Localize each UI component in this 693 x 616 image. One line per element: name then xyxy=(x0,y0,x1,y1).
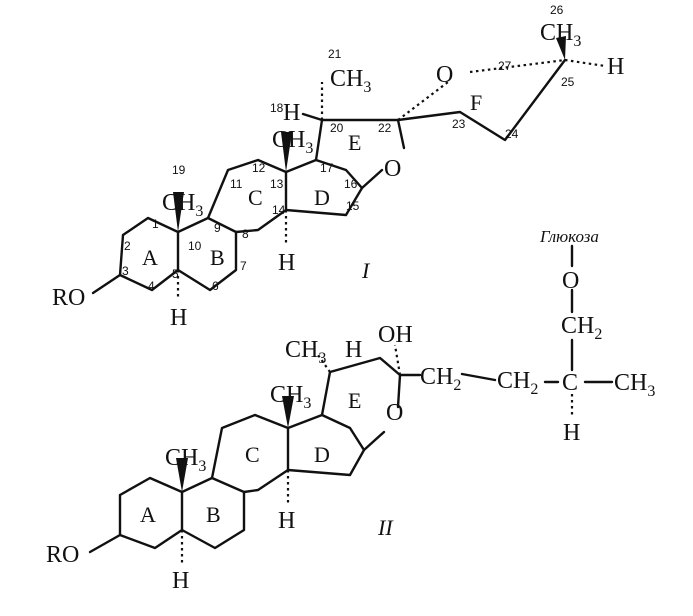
structure-I-label: I xyxy=(361,258,371,283)
h25-label: H xyxy=(563,420,580,446)
ring-o-label: O xyxy=(386,400,403,426)
ro-label: RO xyxy=(46,542,79,568)
structure-I: RO H H CH3 CH3 H CH3 O O CH3 H A B C D E… xyxy=(52,3,624,331)
locant-5: 5 xyxy=(172,267,179,281)
ro-label: RO xyxy=(52,285,85,311)
c10-ch3-wedge xyxy=(176,458,188,492)
ch2-top-label: CH2 xyxy=(561,313,602,343)
structure-II: RO H H CH3 CH3 CH3 H OH O CH2 CH2 C CH3 … xyxy=(46,227,655,594)
c3-o-bond xyxy=(91,273,122,295)
o27-label: O xyxy=(436,62,453,88)
oh-label: OH xyxy=(378,322,413,348)
ring-F-letter: F xyxy=(470,90,482,115)
ring-D-bonds xyxy=(286,413,366,477)
ring-E-bonds xyxy=(320,356,402,417)
ring-D-letter: D xyxy=(314,442,330,467)
h25-label: H xyxy=(607,54,624,80)
locant-15: 15 xyxy=(346,199,360,213)
locant-3: 3 xyxy=(122,264,129,278)
ring-F-bonds xyxy=(396,58,567,142)
locant-13: 13 xyxy=(270,177,284,191)
locant-11: 11 xyxy=(230,177,243,191)
ch3-19-label: CH3 xyxy=(165,445,206,475)
locant-10: 10 xyxy=(188,239,202,253)
ch3-21-label: CH3 xyxy=(285,337,326,367)
locant-16: 16 xyxy=(344,177,358,191)
h14-label: H xyxy=(278,508,295,534)
locant-24: 24 xyxy=(505,127,519,141)
locant-22: 22 xyxy=(378,121,392,135)
ring-E-letter: E xyxy=(348,388,361,413)
ch3-19-label: CH3 xyxy=(162,190,203,220)
ring-B-bonds xyxy=(176,216,238,292)
locant-1: 1 xyxy=(152,217,159,231)
ring-A-letter: A xyxy=(142,245,158,270)
o27-c25-dashed-bond xyxy=(469,58,566,74)
c13-ch3-wedge xyxy=(281,132,292,172)
locant-12: 12 xyxy=(252,161,266,175)
c25-label: C xyxy=(562,370,578,396)
ch3-26-label: CH3 xyxy=(540,20,581,50)
c22-oh-dashed-bond xyxy=(393,344,402,376)
ring-C-letter: C xyxy=(248,185,263,210)
locant-14: 14 xyxy=(272,203,286,217)
c16-o-bond xyxy=(362,430,386,452)
ring-A-letter: A xyxy=(140,502,156,527)
ring-B-letter: B xyxy=(206,502,221,527)
h5-label: H xyxy=(170,305,187,331)
locant-25: 25 xyxy=(561,75,575,89)
h20-label: H xyxy=(345,337,362,363)
ch2-ch2-bond xyxy=(460,372,497,382)
ring-C-letter: C xyxy=(245,442,260,467)
locant-20: 20 xyxy=(330,121,344,135)
h14-label: H xyxy=(278,250,295,276)
locant-9: 9 xyxy=(214,221,221,235)
ring-D-letter: D xyxy=(314,185,330,210)
locant-7: 7 xyxy=(240,259,247,273)
locant-26: 26 xyxy=(550,3,564,17)
c16-o-bond xyxy=(360,168,384,190)
glucose-label: Глюкоза xyxy=(539,227,599,246)
c25-h-dashed-bond xyxy=(564,58,606,68)
ch3-18-label: CH3 xyxy=(272,127,313,157)
c10-ch3-wedge xyxy=(173,192,184,232)
structure-II-label: II xyxy=(377,515,394,540)
c20-h-bond xyxy=(301,112,324,122)
ch3-18-label: CH3 xyxy=(270,382,311,412)
ch2-b-label: CH2 xyxy=(497,368,538,398)
o-c22-bond xyxy=(396,373,402,409)
ring-E-letter: E xyxy=(348,130,361,155)
locant-18: 18 xyxy=(270,101,284,115)
c22-o27-dashed-bond xyxy=(397,81,449,121)
c3-o-bond xyxy=(88,533,122,554)
ring-B-letter: B xyxy=(210,245,225,270)
locant-27: 27 xyxy=(498,59,512,73)
ring-B-bonds xyxy=(180,476,246,550)
c25-ch3-wedge xyxy=(556,36,566,60)
ch3-21-label: CH3 xyxy=(330,66,371,96)
ring-D-bonds xyxy=(284,158,364,217)
locant-19: 19 xyxy=(172,163,186,177)
locant-8: 8 xyxy=(242,227,249,241)
locant-21: 21 xyxy=(328,47,342,61)
ring-E-bonds xyxy=(314,118,406,162)
locant-4: 4 xyxy=(148,279,155,293)
c13-ch3-wedge xyxy=(282,396,294,428)
locant-23: 23 xyxy=(452,117,466,131)
o-glucose-label: O xyxy=(562,268,579,294)
locant-2: 2 xyxy=(124,239,131,253)
h5-label: H xyxy=(172,568,189,594)
ch3-end-label: CH3 xyxy=(614,370,655,400)
h20-label: H xyxy=(283,100,300,126)
locant-17: 17 xyxy=(320,161,334,175)
ch2-a-label: CH2 xyxy=(420,364,461,394)
locant-6: 6 xyxy=(212,279,219,293)
o16-label: O xyxy=(384,156,401,182)
